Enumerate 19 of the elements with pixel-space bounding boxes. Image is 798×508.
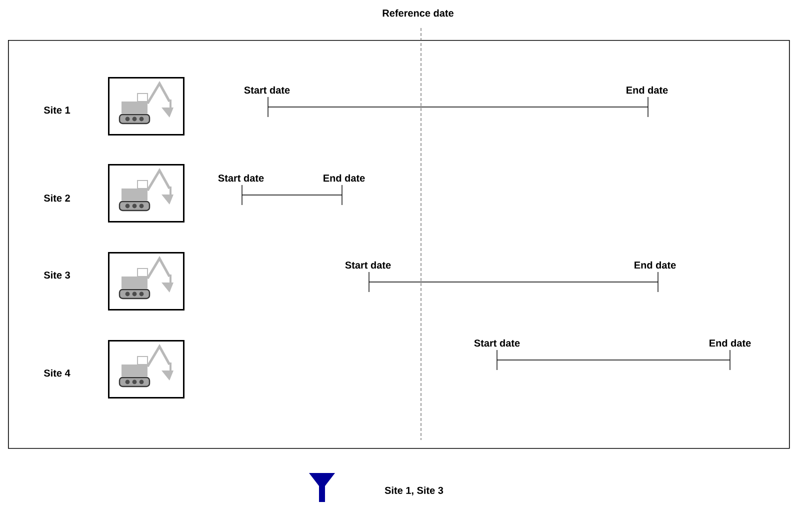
excavator-icon (108, 164, 184, 222)
date-label: Start date (345, 261, 391, 269)
date-label: Start date (244, 86, 290, 94)
excavator-icon (108, 77, 184, 136)
row-label: Site 2 (44, 194, 70, 202)
date-label: End date (324, 174, 365, 182)
row-label: Site 1 (44, 106, 70, 114)
date-label: Start date (218, 174, 264, 182)
row-label: Site 3 (44, 271, 70, 279)
excavator-icon (108, 340, 184, 398)
row-label: Site 4 (44, 369, 70, 377)
excavator-icon (108, 252, 184, 310)
frame-box (8, 40, 790, 449)
filter-label: Site 1, Site 3 (384, 486, 444, 496)
date-label: Start date (474, 339, 520, 347)
date-label: End date (710, 339, 751, 347)
date-label: End date (634, 261, 676, 269)
axis-label: Reference date (382, 9, 454, 17)
date-label: End date (626, 86, 668, 94)
